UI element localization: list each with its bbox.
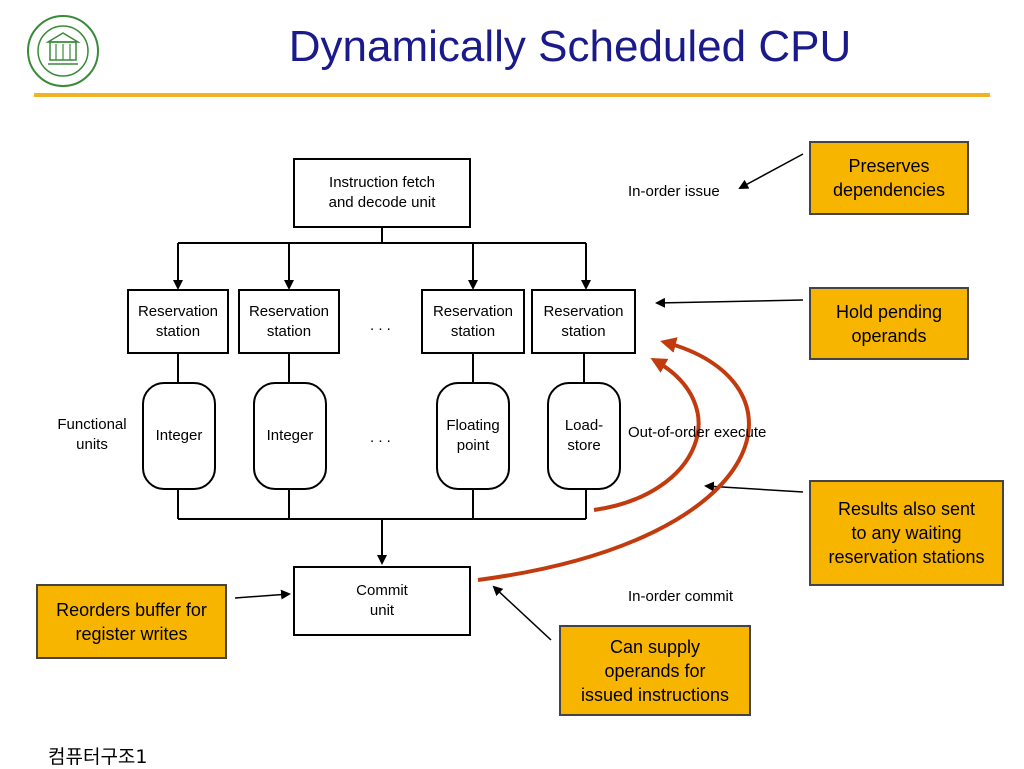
instruction-fetch-decode-unit: Instruction fetch and decode unit: [293, 158, 471, 228]
in-order-issue-label: In-order issue: [628, 183, 720, 200]
slide-footer: 컴퓨터구조1: [48, 746, 148, 768]
functional-unit-floating-point: Floating point: [436, 382, 510, 490]
functional-units-label: Functional units: [57, 416, 127, 453]
hold-pending-pointer-arrow: [655, 297, 804, 308]
can-supply-pointer-arrow: [492, 585, 552, 641]
callout-results-also-sent: Results also sent to any waiting reserva…: [809, 480, 1004, 586]
functional-unit-integer-1: Integer: [142, 382, 216, 490]
reorders-pointer-arrow: [234, 589, 291, 600]
callout-can-supply-operands: Can supply operands for issued instructi…: [559, 625, 751, 716]
functional-unit-integer-2: Integer: [253, 382, 327, 490]
title-rule: [34, 93, 990, 97]
results-sent-pointer-arrow: [704, 481, 804, 493]
reservation-station-4: Reservation station: [531, 289, 636, 354]
reservation-station-2: Reservation station: [238, 289, 340, 354]
preserves-pointer-arrow: [738, 153, 804, 189]
callout-reorders-buffer: Reorders buffer for register writes: [36, 584, 227, 659]
rs-ellipsis: . . .: [370, 317, 391, 334]
fu-ellipsis: . . .: [370, 429, 391, 446]
callout-hold-pending-operands: Hold pending operands: [809, 287, 969, 360]
commit-unit: Commit unit: [293, 566, 471, 636]
functional-unit-load-store: Load- store: [547, 382, 621, 490]
result-forward-arrow: [593, 358, 701, 512]
reservation-station-3: Reservation station: [421, 289, 525, 354]
callout-preserves-dependencies: Preserves dependencies: [809, 141, 969, 215]
slide-title: Dynamically Scheduled CPU: [288, 22, 852, 71]
university-seal-logo: [27, 15, 99, 87]
in-order-commit-label: In-order commit: [628, 588, 734, 605]
reservation-station-1: Reservation station: [127, 289, 229, 354]
out-of-order-execute-label: Out-of-order execute: [628, 424, 767, 441]
commit-forward-arrow: [477, 337, 751, 582]
